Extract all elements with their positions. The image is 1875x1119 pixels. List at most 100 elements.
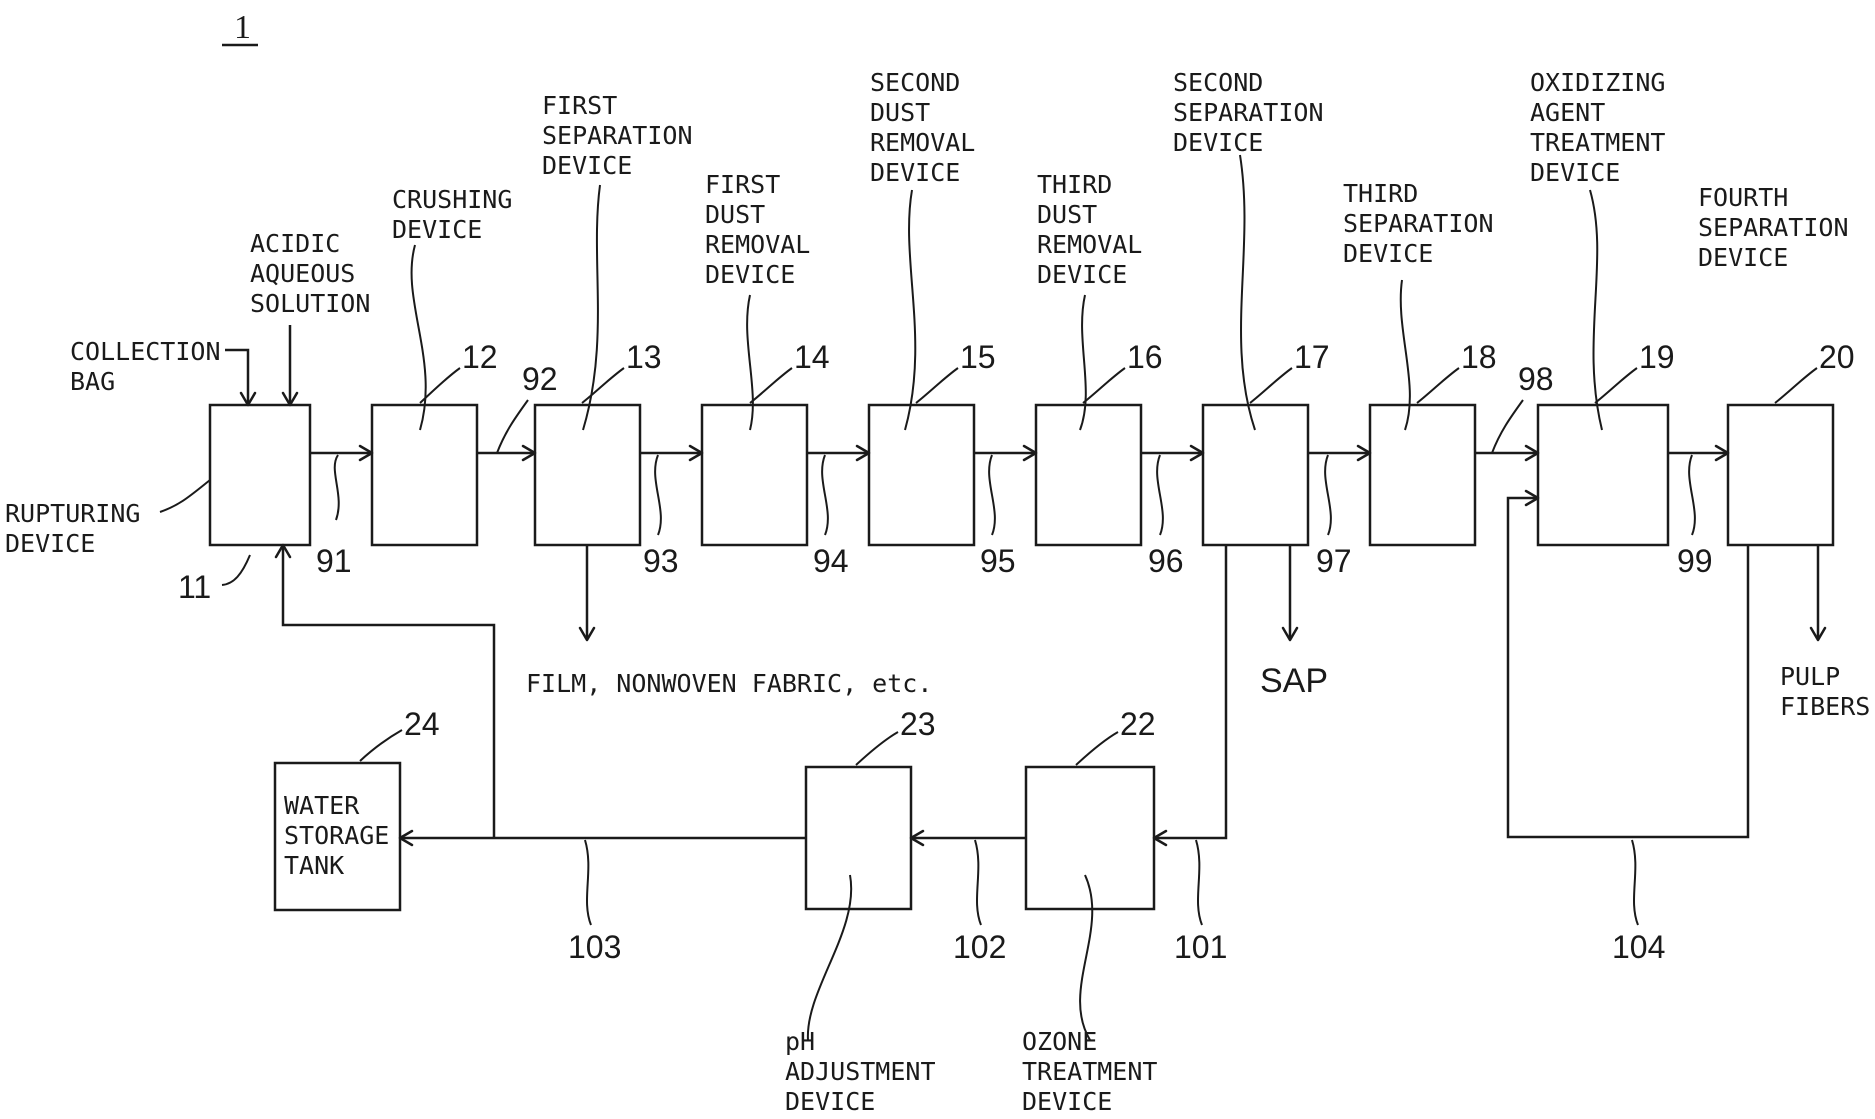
leader-102 xyxy=(975,840,981,925)
ref-number-94: 94 xyxy=(813,543,849,579)
sap-output-label: SAP xyxy=(1260,662,1328,700)
ph-adjustment-device-label: pH ADJUSTMENT DEVICE xyxy=(785,1027,951,1116)
oxidizing-agent-treatment-device-box xyxy=(1538,405,1668,545)
third-dust-removal-device-label: THIRD DUST REMOVAL DEVICE xyxy=(1037,170,1157,289)
ref-number-92: 92 xyxy=(522,361,558,397)
ref-number-95: 95 xyxy=(980,543,1016,579)
ref-number-17: 17 xyxy=(1294,339,1330,375)
ref-number-22: 22 xyxy=(1120,706,1156,742)
leader-14 xyxy=(750,368,792,403)
output-arrows xyxy=(580,545,1825,640)
leader-94 xyxy=(822,455,828,535)
ph-adjustment-device-box xyxy=(806,767,911,909)
leader-97 xyxy=(1325,455,1331,535)
leader-91 xyxy=(335,455,339,520)
pulp-fibers-label: PULP FIBERS xyxy=(1780,662,1870,721)
acidic-solution-label: ACIDIC AQUEOUS SOLUTION xyxy=(250,229,370,318)
third-dust-removal-device-box xyxy=(1036,405,1141,545)
first-separation-device-label: FIRST SEPARATION DEVICE xyxy=(542,91,708,180)
ref-number-96: 96 xyxy=(1148,543,1184,579)
ref-number-99: 99 xyxy=(1677,543,1713,579)
ref-number-20: 20 xyxy=(1819,339,1855,375)
ref-number-103: 103 xyxy=(568,929,621,965)
leader-20 xyxy=(1775,368,1817,403)
leader-24 xyxy=(360,730,402,761)
figure-label: 1 xyxy=(234,9,251,46)
input-arrows xyxy=(225,325,297,405)
ref-number-11: 11 xyxy=(178,569,211,605)
leader-rupturing xyxy=(160,480,210,512)
ref-number-16: 16 xyxy=(1127,339,1163,375)
device-first-separation xyxy=(535,405,640,545)
device-fourth-separation xyxy=(1728,405,1833,545)
first-dust-removal-device-label: FIRST DUST REMOVAL DEVICE xyxy=(705,170,825,289)
device-ph-adjustment xyxy=(806,767,911,909)
main-flow-lines xyxy=(310,446,1728,460)
leader-93 xyxy=(655,455,661,535)
second-dust-removal-device-label: SECOND DUST REMOVAL DEVICE xyxy=(870,68,990,187)
leader-98 xyxy=(1492,400,1523,453)
leader-crushing xyxy=(412,245,426,430)
device-crushing xyxy=(372,405,477,545)
second-separation-device-box xyxy=(1203,405,1308,545)
ref-number-91: 91 xyxy=(316,543,352,579)
first-separation-device-box xyxy=(535,405,640,545)
device-second-separation xyxy=(1203,405,1308,545)
ref-number-101: 101 xyxy=(1174,929,1227,965)
leader-104 xyxy=(1632,840,1638,925)
ref-number-102: 102 xyxy=(953,929,1006,965)
leader-99 xyxy=(1689,455,1695,535)
device-first-dust-removal xyxy=(702,405,807,545)
collection-bag-label: COLLECTION BAG xyxy=(70,337,236,396)
device-rupturing xyxy=(210,405,310,545)
leader-second-separation xyxy=(1240,155,1255,430)
leader-second-dust-removal xyxy=(905,190,915,430)
leader-oxidizing-agent-treatment xyxy=(1590,190,1602,430)
ref-number-12: 12 xyxy=(462,339,498,375)
leader-96 xyxy=(1157,455,1163,535)
rupturing-device-box xyxy=(210,405,310,545)
ref-number-93: 93 xyxy=(643,543,679,579)
ref-number-24: 24 xyxy=(404,706,440,742)
flow-line-101 xyxy=(1154,545,1226,838)
leader-15 xyxy=(916,368,958,403)
leader-13 xyxy=(582,368,624,403)
leader-22 xyxy=(1076,732,1118,765)
leader-19 xyxy=(1595,368,1637,403)
ref-number-98: 98 xyxy=(1518,361,1554,397)
leader-101 xyxy=(1196,840,1202,925)
leader-first-separation xyxy=(583,185,600,430)
leader-103 xyxy=(585,840,591,925)
leader-18 xyxy=(1417,368,1459,403)
device-third-dust-removal xyxy=(1036,405,1141,545)
third-separation-device-box xyxy=(1370,405,1475,545)
fourth-separation-device-box xyxy=(1728,405,1833,545)
third-separation-device-label: THIRD SEPARATION DEVICE xyxy=(1343,179,1509,268)
leader-23 xyxy=(856,732,898,765)
crushing-device-label: CRUSHING DEVICE xyxy=(392,185,527,244)
ref-number-18: 18 xyxy=(1461,339,1497,375)
ref-number-15: 15 xyxy=(960,339,996,375)
device-third-separation xyxy=(1370,405,1475,545)
fourth-separation-device-label: FOURTH SEPARATION DEVICE xyxy=(1698,183,1864,272)
film-output-label: FILM, NONWOVEN FABRIC, etc. xyxy=(526,669,932,698)
oxidizing-agent-treatment-device-label: OXIDIZING AGENT TREATMENT DEVICE xyxy=(1530,68,1681,187)
ref-number-13: 13 xyxy=(626,339,662,375)
second-separation-device-label: SECOND SEPARATION DEVICE xyxy=(1173,68,1339,157)
ref-number-19: 19 xyxy=(1639,339,1675,375)
first-dust-removal-device-box xyxy=(702,405,807,545)
leader-95 xyxy=(989,455,995,535)
device-oxidizing-agent-treatment xyxy=(1538,405,1668,545)
leader-16 xyxy=(1083,368,1125,403)
crushing-device-box xyxy=(372,405,477,545)
ref-number-97: 97 xyxy=(1316,543,1352,579)
ref-number-23: 23 xyxy=(900,706,936,742)
ref-number-104: 104 xyxy=(1612,929,1665,965)
leader-11 xyxy=(222,555,250,585)
device-second-dust-removal xyxy=(869,405,974,545)
leader-lines xyxy=(160,155,1817,1040)
ozone-treatment-device-label: OZONE TREATMENT DEVICE xyxy=(1022,1027,1173,1116)
leader-17 xyxy=(1250,368,1292,403)
second-dust-removal-device-box xyxy=(869,405,974,545)
